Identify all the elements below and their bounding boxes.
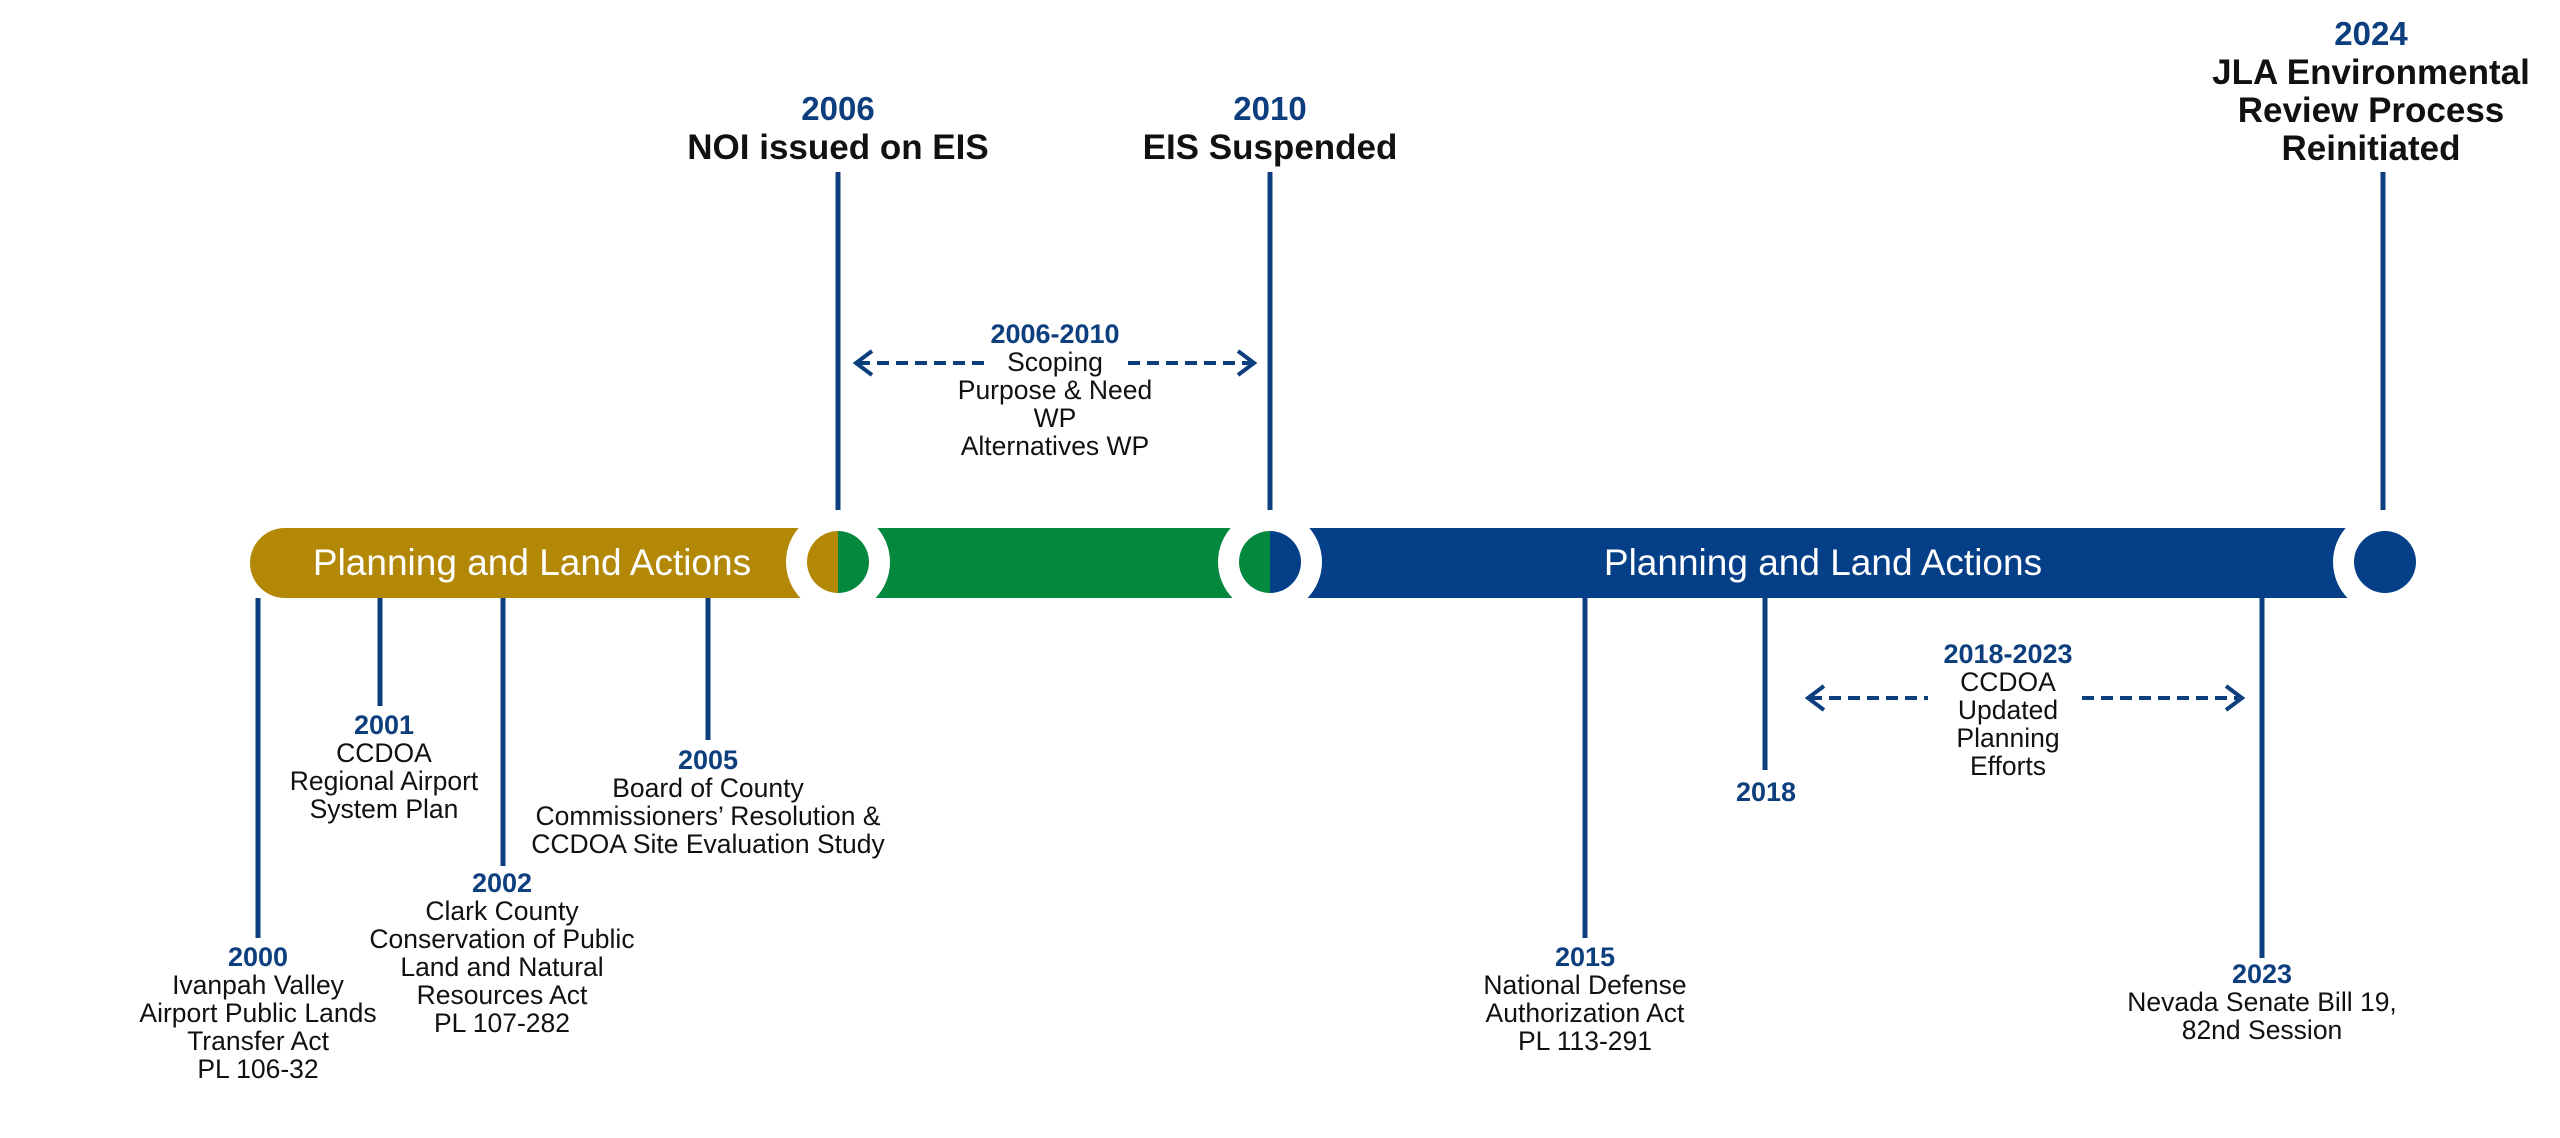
text-line: Review Process: [2237, 91, 2505, 130]
range-arrow-2006-2010: [852, 349, 1258, 377]
event-year: 2005: [677, 745, 739, 775]
text-line: Regional Airport: [289, 766, 479, 796]
text-line: PL 113-291: [1517, 1026, 1653, 1056]
text-line: Purpose & Need: [957, 375, 1153, 405]
text-line: PL 106-32: [197, 1054, 319, 1084]
text-line: National Defense: [1483, 970, 1687, 1000]
node-2006: [786, 510, 890, 614]
event-year: 2001: [353, 710, 415, 740]
range-years: 2018-2023: [1943, 639, 2073, 669]
text-line: Resources Act: [416, 980, 588, 1010]
text-line: Board of County: [612, 773, 804, 803]
event-year: 2000: [227, 942, 289, 972]
bar-label-left: Planning and Land Actions: [312, 542, 752, 583]
event-year: 2018: [1735, 777, 1797, 807]
node-2024: [2333, 510, 2437, 614]
text-line: JLA Environmental: [2212, 53, 2530, 92]
text-line: Efforts: [1969, 751, 2047, 781]
bar-label-right: Planning and Land Actions: [1603, 542, 2043, 583]
text-line: Updated: [1957, 695, 2059, 725]
phase-bar-gold: [250, 528, 850, 598]
text-line: Scoping: [1007, 347, 1103, 377]
text-line: CCDOA Site Evaluation Study: [531, 829, 885, 859]
milestone-year: 2024: [2334, 15, 2408, 52]
text-line: WP: [1033, 403, 1077, 433]
event-2023: 2023 Nevada Senate Bill 19,82nd Session: [2127, 960, 2397, 1044]
phase-bar-blue: [1270, 528, 2370, 598]
event-2018: 2018: [1736, 778, 1796, 806]
text-line: System Plan: [309, 794, 459, 824]
milestone-text: EIS Suspended: [1143, 129, 1398, 167]
event-year: 2002: [471, 868, 533, 898]
event-year: 2023: [2231, 959, 2293, 989]
text-line: Land and Natural: [400, 952, 604, 982]
text-line: EIS Suspended: [1142, 128, 1398, 167]
text-line: Reinitiated: [2281, 129, 2461, 168]
text-line: CCDOA: [1960, 667, 2056, 697]
range-years: 2006-2010: [990, 319, 1120, 349]
text-line: CCDOA: [336, 738, 432, 768]
text-line: Ivanpah Valley: [172, 970, 344, 1000]
milestone-year: 2010: [1233, 90, 1307, 127]
text-line: PL 107-282: [433, 1008, 571, 1038]
text-line: 82nd Session: [2181, 1015, 2343, 1045]
milestone-text: NOI issued on EIS: [687, 129, 988, 167]
text-line: Authorization Act: [1485, 998, 1685, 1028]
milestone-year: 2006: [801, 90, 875, 127]
milestone-2006: 2006 NOI issued on EIS: [687, 89, 988, 167]
text-line: Clark County: [425, 896, 579, 926]
milestone-2010: 2010 EIS Suspended: [1143, 89, 1398, 167]
text-line: NOI issued on EIS: [687, 128, 989, 167]
text-line: Conservation of Public: [369, 924, 635, 954]
text-line: Airport Public Lands: [139, 998, 377, 1028]
event-year: 2015: [1554, 942, 1616, 972]
text-line: Nevada Senate Bill 19,: [2127, 987, 2397, 1017]
text-line: Alternatives WP: [960, 431, 1150, 461]
text-line: Commissioners’ Resolution &: [535, 801, 881, 831]
range-arrow-2018-2023: [1804, 684, 2246, 712]
text-line: Planning: [1956, 723, 2060, 753]
text-line: Transfer Act: [187, 1026, 329, 1056]
event-text: Nevada Senate Bill 19,82nd Session: [2127, 988, 2397, 1044]
node-2010: [1218, 510, 1322, 614]
phase-bar-green: [840, 528, 1280, 598]
